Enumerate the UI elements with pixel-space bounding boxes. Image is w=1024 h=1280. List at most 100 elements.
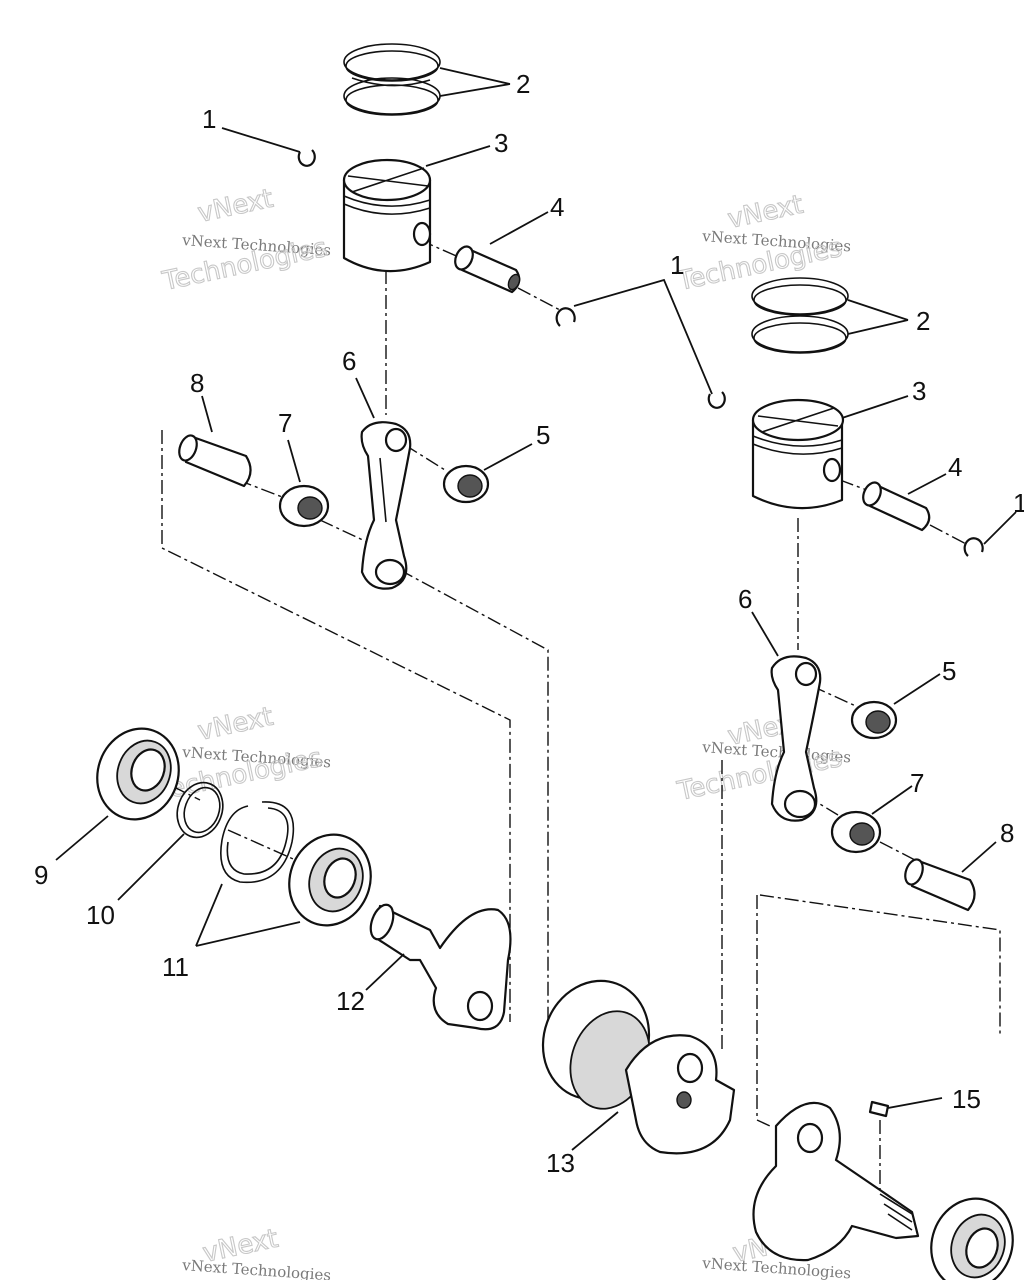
- leader-6b: [751, 611, 779, 657]
- callout-3-right: 3: [912, 376, 926, 406]
- connecting-rod-right: [770, 655, 822, 822]
- ball-bearing-9-bore: [130, 748, 166, 792]
- callout-8-right: 8: [1000, 818, 1014, 848]
- connecting-rod-left-big-end: [374, 558, 406, 586]
- crank-pin-left-8-body: [184, 434, 252, 488]
- leader-1c: [983, 511, 1017, 545]
- circlip-right-b: [963, 537, 984, 557]
- leader-11-snap: [195, 883, 223, 947]
- connecting-rod-right-big-end: [783, 789, 817, 819]
- piston-right-crown-marks: [757, 407, 839, 433]
- piston-ring-set-left: [343, 43, 441, 116]
- callout-3-left: 3: [494, 128, 508, 158]
- ball-bearing-9: [96, 727, 180, 821]
- snap-ring-11: [220, 801, 295, 884]
- needle-bearing-left-5-inner: [457, 474, 483, 498]
- axis-line-bearing-5-right: [811, 685, 861, 709]
- piston-right-ring-groove-1: [752, 435, 843, 447]
- piston-left-pin-boss: [412, 221, 432, 247]
- crank-pin-right-8: [904, 858, 976, 912]
- piston-right-body: [751, 418, 844, 510]
- needle-bearing-right-7-inner: [849, 822, 875, 846]
- watermark-text: vNext Technologies: [181, 1256, 332, 1280]
- connecting-rod-left-small-end: [384, 427, 408, 453]
- watermark-mid-left: vNext vNext Technologies Technologies: [154, 701, 332, 807]
- leader-2b-lower: [847, 319, 909, 335]
- watermark-logo-text: vNext: [195, 184, 276, 229]
- crankshaft-half-12-pin-hole: [466, 990, 494, 1022]
- callout-13: 13: [546, 1148, 575, 1178]
- connecting-rod-left-body: [360, 421, 412, 590]
- needle-bearing-right-5-inner: [865, 710, 891, 734]
- piston-ring-right-lower: [751, 315, 849, 353]
- circlip-left-a: [297, 149, 316, 167]
- circlip-left-top: [297, 149, 316, 167]
- callout-7-right: 7: [910, 768, 924, 798]
- leader-10: [117, 833, 185, 901]
- needle-bearing-right-7: [830, 810, 882, 854]
- needle-bearing-right-5: [850, 700, 898, 740]
- piston-ring-left-upper-inner: [345, 50, 439, 82]
- snap-ring-11-inner: [226, 807, 289, 875]
- circlip-right-top: [707, 391, 726, 409]
- crankshaft-half-12-shaft-end: [369, 903, 395, 941]
- woodruff-key-15-shape: [868, 1100, 890, 1118]
- leader-1a: [221, 127, 301, 153]
- connecting-rod-left: [360, 421, 412, 590]
- axis-line-snap-ring: [227, 829, 301, 863]
- assembly-lines: [149, 239, 1001, 1200]
- snap-ring-11-shape: [220, 801, 295, 884]
- callout-1-middle: 1: [670, 250, 684, 280]
- watermark-mid-right: vNext vNext Technologies Technologies: [674, 706, 852, 807]
- crankshaft-13-oil-hole: [676, 1091, 692, 1109]
- needle-bearing-left-7: [278, 484, 330, 528]
- crank-pin-right-8-end: [904, 858, 924, 886]
- leader-8b: [961, 841, 997, 873]
- watermark-top-left: vNext vNext Technologies Technologies: [159, 183, 332, 297]
- piston-left-ring-groove-2: [343, 203, 431, 215]
- piston-left-crown-marks: [347, 167, 429, 193]
- crankshaft-right-web: [752, 1101, 920, 1262]
- watermark-bottom-left: vNext vNext Technologies: [181, 1223, 332, 1280]
- crankshaft-half-right: [752, 1101, 920, 1262]
- callout-2-right: 2: [916, 306, 930, 336]
- circlip-right-a: [707, 391, 726, 409]
- piston-ring-left-lower-inner: [345, 84, 439, 116]
- leader-5a: [483, 443, 533, 471]
- ball-bearing-11-bore: [323, 857, 357, 899]
- crank-pin-left-8: [178, 434, 252, 488]
- piston-pin-right-end: [862, 481, 882, 507]
- callout-4-left: 4: [550, 192, 564, 222]
- piston-ring-set-right: [751, 277, 849, 354]
- connecting-rod-right-small-end: [794, 661, 818, 687]
- leader-2a-lower: [439, 83, 511, 97]
- leader-6a: [355, 377, 375, 419]
- watermark-logo-text: vNext: [725, 190, 806, 235]
- callout-6-left: 6: [342, 346, 356, 376]
- assembly-bracket-right: [759, 894, 1001, 1035]
- callout-5-right: 5: [942, 656, 956, 686]
- woodruff-key-15: [868, 1100, 890, 1118]
- leader-13: [571, 1111, 619, 1151]
- callout-4-right: 4: [948, 452, 962, 482]
- leader-7b: [871, 785, 913, 815]
- leader-5b: [893, 673, 941, 705]
- crankshaft-center-13: [541, 979, 736, 1155]
- callout-2-left: 2: [516, 69, 530, 99]
- needle-bearing-left-5: [442, 464, 490, 504]
- crankshaft-13-pin-hole: [676, 1052, 704, 1084]
- watermark-logo-text: vNext: [195, 702, 276, 747]
- piston-pin-left-hole: [507, 273, 521, 291]
- callout-1-right: 1: [1013, 488, 1024, 518]
- piston-pin-right: [862, 481, 931, 532]
- piston-ring-left-upper: [343, 43, 441, 81]
- axis-line-bearing-5-left: [404, 444, 446, 471]
- shim-ring-10-inner: [183, 786, 221, 834]
- piston-ring-right-upper-inner: [753, 284, 847, 316]
- axis-line-pin-right-b: [929, 524, 969, 546]
- leader-7a: [287, 439, 301, 483]
- piston-right-pin-boss: [822, 457, 842, 483]
- piston-pin-right-body: [868, 482, 931, 532]
- callout-9: 9: [34, 860, 48, 890]
